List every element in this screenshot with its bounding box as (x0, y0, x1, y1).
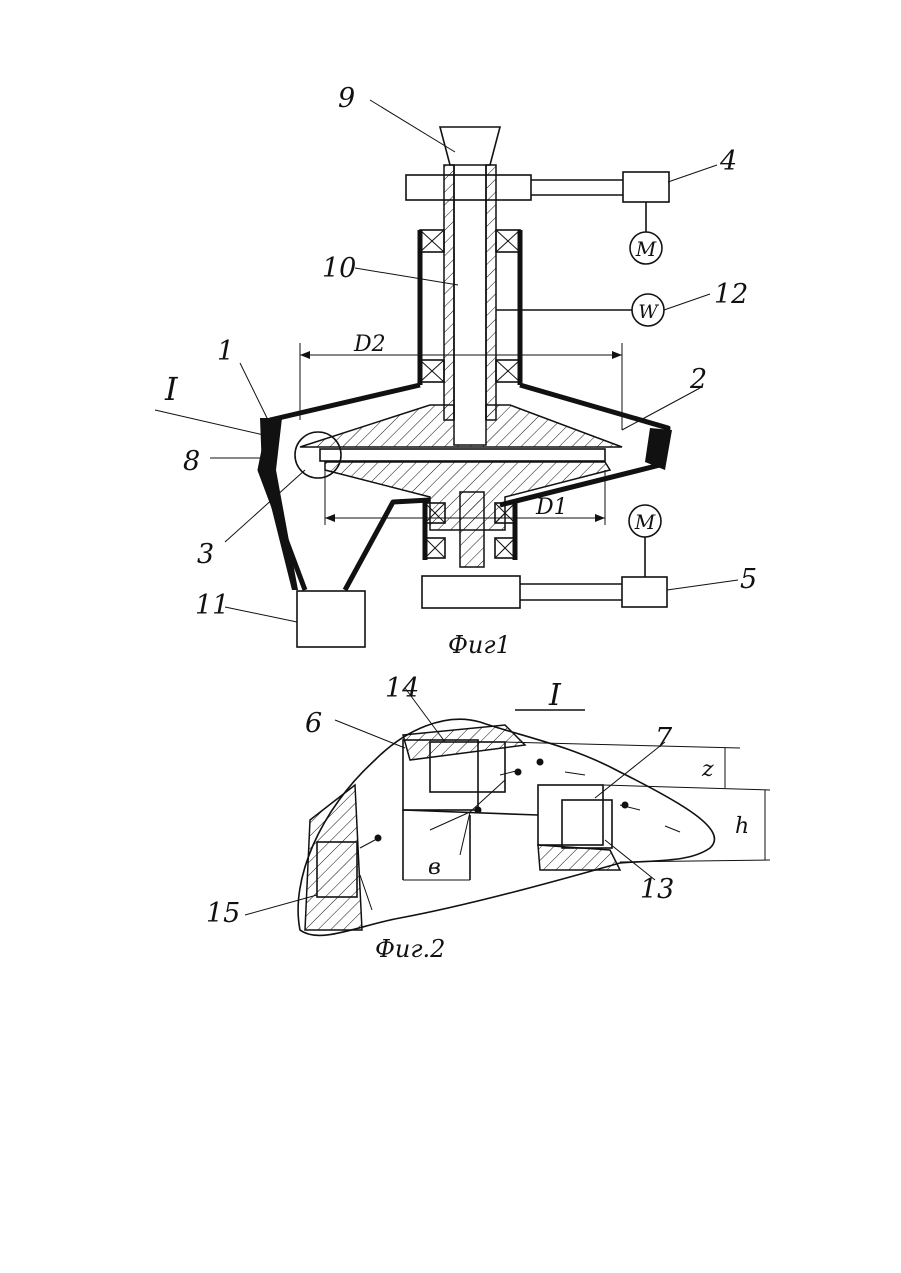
motor-symbol-top: M (630, 232, 662, 264)
upper-shaft-housing (420, 230, 520, 385)
dimension-z-label: z (701, 757, 714, 782)
detail-circle (295, 432, 341, 478)
upper-rotor-disc (300, 405, 622, 447)
label-3: 3 (197, 539, 214, 570)
label-9: 9 (338, 83, 355, 114)
label-14: 14 (385, 673, 419, 704)
label-1: 1 (217, 336, 234, 367)
hollow-feed-shaft (444, 165, 496, 420)
lower-belt-drive-5 (422, 537, 667, 608)
motor-symbol-bottom: M (629, 505, 661, 537)
dimension-b-label: в (428, 855, 441, 880)
label-6: 6 (305, 708, 322, 739)
particle-arrows (360, 770, 680, 910)
label-10: 10 (322, 253, 356, 284)
label-section-i: I (164, 370, 179, 408)
dimension-d2-label: D2 (353, 332, 386, 357)
figure-2: z h в I 6 14 7 13 15 Фиг.2 (206, 673, 770, 963)
motor-bottom-letter: M (634, 510, 656, 534)
wattmeter-letter: W (638, 301, 659, 323)
label-8: 8 (183, 446, 200, 477)
feed-funnel (440, 127, 500, 165)
label-7: 7 (655, 723, 673, 754)
figure-2-title: I (548, 678, 562, 713)
dimension-d2: D2 (300, 332, 622, 430)
insert-13 (562, 800, 612, 848)
motor-top-letter: M (635, 237, 657, 261)
label-12: 12 (714, 279, 748, 310)
figure-1-caption: Фиг1 (448, 631, 511, 659)
label-11: 11 (195, 590, 229, 621)
casing-wedge-right (645, 428, 672, 470)
working-gap (320, 449, 605, 461)
dimension-d1-label: D1 (535, 495, 568, 520)
figure-2-caption: Фиг.2 (375, 935, 445, 963)
dimension-h-label: h (735, 814, 749, 839)
collector-box (297, 591, 365, 647)
label-2: 2 (689, 364, 707, 395)
label-5: 5 (740, 564, 757, 595)
label-13: 13 (640, 874, 674, 905)
figure-1: M (155, 83, 757, 659)
casing-wedge-left (260, 418, 298, 590)
segment-7 (538, 785, 603, 845)
label-4: 4 (719, 146, 737, 177)
label-15: 15 (206, 898, 240, 929)
